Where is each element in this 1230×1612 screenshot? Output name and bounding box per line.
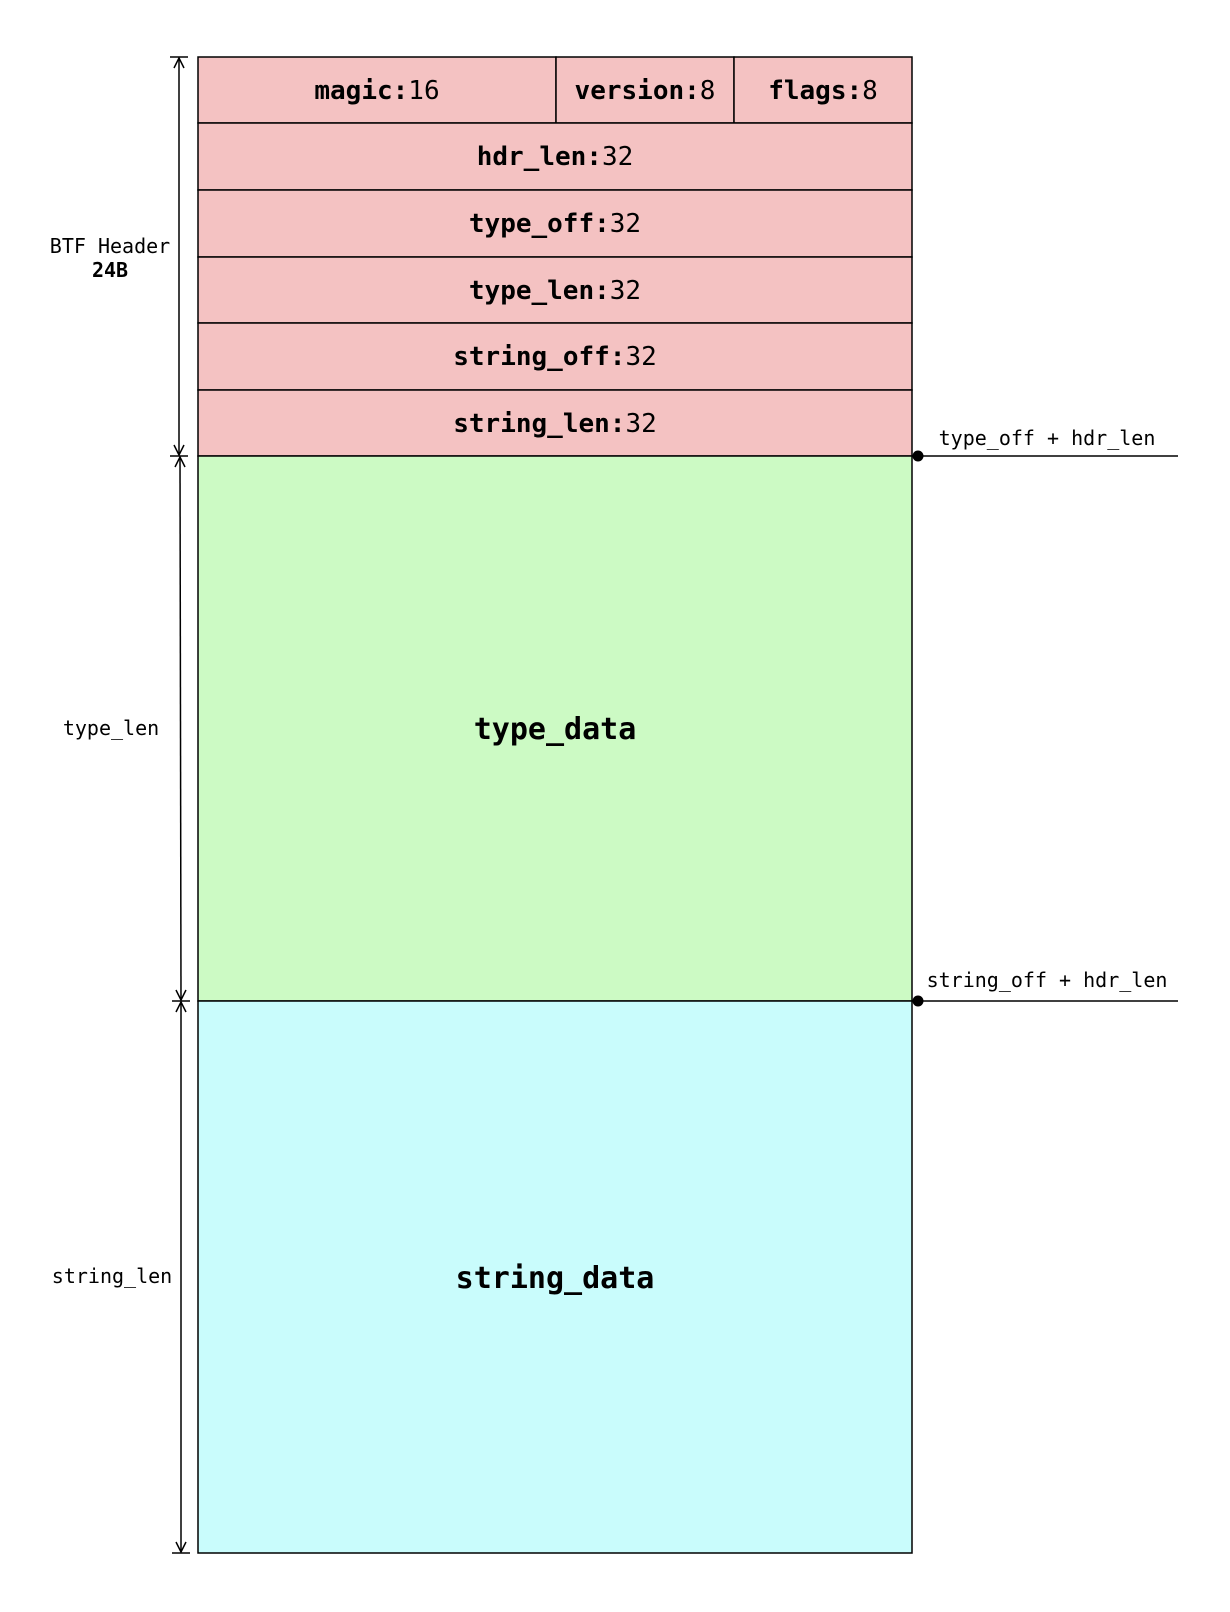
flags-field: flags:8	[768, 76, 878, 106]
string-data-label: string_data	[456, 1261, 655, 1296]
type-len-dimension-arrow	[180, 457, 181, 1000]
type-start-offset-label: type_off + hdr_len	[939, 426, 1156, 450]
flags-field-box	[733, 56, 913, 124]
string-start-offset-dot	[912, 995, 924, 1007]
hdr-len-field: hdr_len:32	[477, 142, 634, 172]
magic-field: magic:16	[314, 76, 439, 106]
type-len-field: type_len:32	[469, 276, 641, 306]
version-field: version:8	[575, 76, 716, 106]
type-len-label: type_len	[63, 716, 159, 740]
type-off-field: type_off:32	[469, 209, 641, 239]
string-off-field: string_off:32	[453, 342, 657, 372]
btf-header-label: BTF Header	[50, 234, 170, 258]
type-off-field-box	[197, 189, 913, 258]
type-data-label: type_data	[474, 712, 637, 747]
string-len-label: string_len	[52, 1264, 172, 1288]
version-field-box	[555, 56, 735, 124]
type-start-offset-dot	[912, 450, 924, 462]
string-data-section	[197, 1000, 913, 1554]
hdr-len-field-box	[197, 122, 913, 191]
string-len-field: string_len:32	[453, 409, 657, 439]
offset-markers: type_off + hdr_len string_off + hdr_len	[912, 426, 1178, 1007]
btf-header-block: magic:16 version:8 flags:8 hdr_len:32 ty…	[197, 56, 913, 457]
dimension-lines	[170, 56, 190, 1554]
magic-field-box	[197, 56, 557, 124]
string-start-offset-label: string_off + hdr_len	[927, 968, 1168, 992]
type-len-field-box	[197, 256, 913, 324]
btf-header-size-label: 24B	[92, 258, 128, 282]
string-len-field-box	[197, 389, 913, 457]
